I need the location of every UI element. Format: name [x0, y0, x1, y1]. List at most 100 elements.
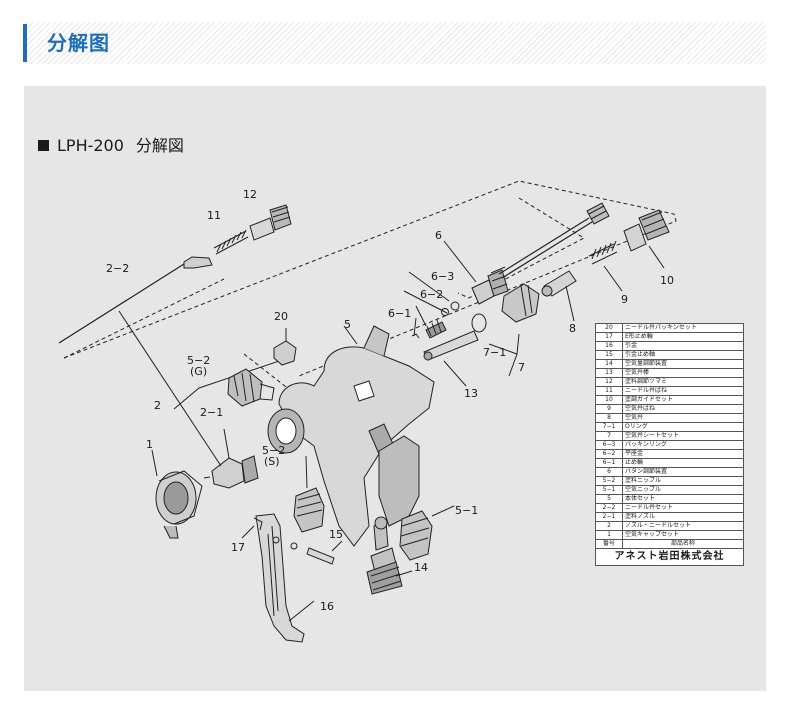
paint-nipple-g-part	[227, 368, 275, 407]
air-cap-part	[151, 449, 203, 539]
air-valve-part	[541, 270, 577, 322]
part-name: ニードル弁パッキンセット	[622, 323, 744, 333]
pattern-adjuster-part	[443, 240, 509, 305]
part-number: 6−3	[595, 440, 623, 450]
part-number: 7−1	[595, 422, 623, 432]
part-name: ニードル弁ばね	[622, 386, 744, 396]
diagram-title-suffix: 分解図	[135, 136, 184, 155]
diagram-panel: LPH-200 分解図	[24, 86, 766, 691]
part-number: 1	[595, 530, 623, 540]
assembly-outline-mid	[457, 197, 586, 299]
part-number: 11	[595, 386, 623, 396]
section-title: 分解图	[47, 31, 110, 55]
label-2-2: 2−2	[106, 262, 129, 275]
header-number: 番号	[595, 539, 623, 549]
leader-line-2	[118, 310, 222, 467]
label-6: 6	[435, 229, 442, 242]
label-16: 16	[320, 600, 334, 613]
part-name: 平座金	[622, 449, 744, 459]
part-number: 5−1	[595, 485, 623, 495]
paint-nipple-s-part	[293, 455, 325, 533]
part-name: 塗調ガイドセット	[622, 395, 744, 405]
label-1: 1	[146, 438, 153, 451]
e-ring-part	[241, 517, 263, 539]
part-name: ノズル・ニードルセット	[622, 521, 744, 531]
diagram-title: LPH-200 分解図	[38, 132, 184, 156]
part-number: 2	[595, 521, 623, 531]
label-20: 20	[274, 310, 288, 323]
part-number: 5−2	[595, 476, 623, 486]
maker-name: アネスト岩田株式会社	[595, 548, 744, 566]
needle-spring-part	[213, 229, 249, 255]
part-number: 2−2	[595, 503, 623, 513]
pattern-small-parts	[403, 271, 460, 339]
part-number: 7	[595, 431, 623, 441]
leader-line-2b	[173, 355, 295, 410]
part-name: Oリング	[622, 422, 744, 432]
label-8: 8	[569, 322, 576, 335]
exploded-view-diagram: 12 11 2−2 6 6−3 6−2 6−1 5 20 5−2 (G) 2 2…	[58, 180, 677, 643]
part-name: 空気弁	[622, 413, 744, 423]
assembly-outline-left	[63, 278, 225, 359]
air-valve-seat-part	[471, 283, 540, 377]
part-name: 引金	[622, 341, 744, 351]
part-name: 塗料ニップル	[622, 476, 744, 486]
part-number: 20	[595, 323, 623, 333]
part-number: 14	[595, 359, 623, 369]
label-13: 13	[464, 387, 478, 400]
part-number: 2−1	[595, 512, 623, 522]
part-number: 6	[595, 467, 623, 477]
part-name: ニードル弁セット	[622, 503, 744, 513]
label-10: 10	[660, 274, 674, 287]
part-number: 17	[595, 332, 623, 342]
air-valve-stem-part	[498, 202, 610, 279]
label-9: 9	[621, 293, 628, 306]
gun-body-part	[267, 325, 435, 547]
air-valve-spring-part	[588, 240, 623, 292]
label-11: 11	[207, 209, 221, 222]
label-14: 14	[414, 561, 428, 574]
label-5: 5	[344, 318, 351, 331]
header-part-name: 部品名称	[622, 539, 744, 549]
label-12: 12	[243, 188, 257, 201]
needle-packing-part	[273, 328, 297, 366]
label-6-1: 6−1	[388, 307, 411, 320]
label-2-1: 2−1	[200, 406, 223, 419]
label-5-1: 5−1	[455, 504, 478, 517]
air-valve-rod-part	[423, 330, 479, 387]
part-name: 塗料ノズル	[622, 512, 744, 522]
label-17: 17	[231, 541, 245, 554]
section-header: 分解图	[23, 22, 766, 64]
part-name: 止め輪	[622, 458, 744, 468]
leader-line-2-1	[223, 428, 230, 459]
air-adjuster-part	[366, 516, 413, 595]
header-accent-bar	[23, 24, 27, 62]
part-name: 引金止め軸	[622, 350, 744, 360]
label-7-1: 7−1	[483, 346, 506, 359]
part-number: 8	[595, 413, 623, 423]
part-number: 12	[595, 377, 623, 387]
label-6-2: 6−2	[420, 288, 443, 301]
part-name: E形止め輪	[622, 332, 744, 342]
part-name: 空気キャップセット	[622, 530, 744, 540]
diagram-model: LPH-200	[57, 136, 124, 155]
part-name: 塗料調節ツマミ	[622, 377, 744, 387]
